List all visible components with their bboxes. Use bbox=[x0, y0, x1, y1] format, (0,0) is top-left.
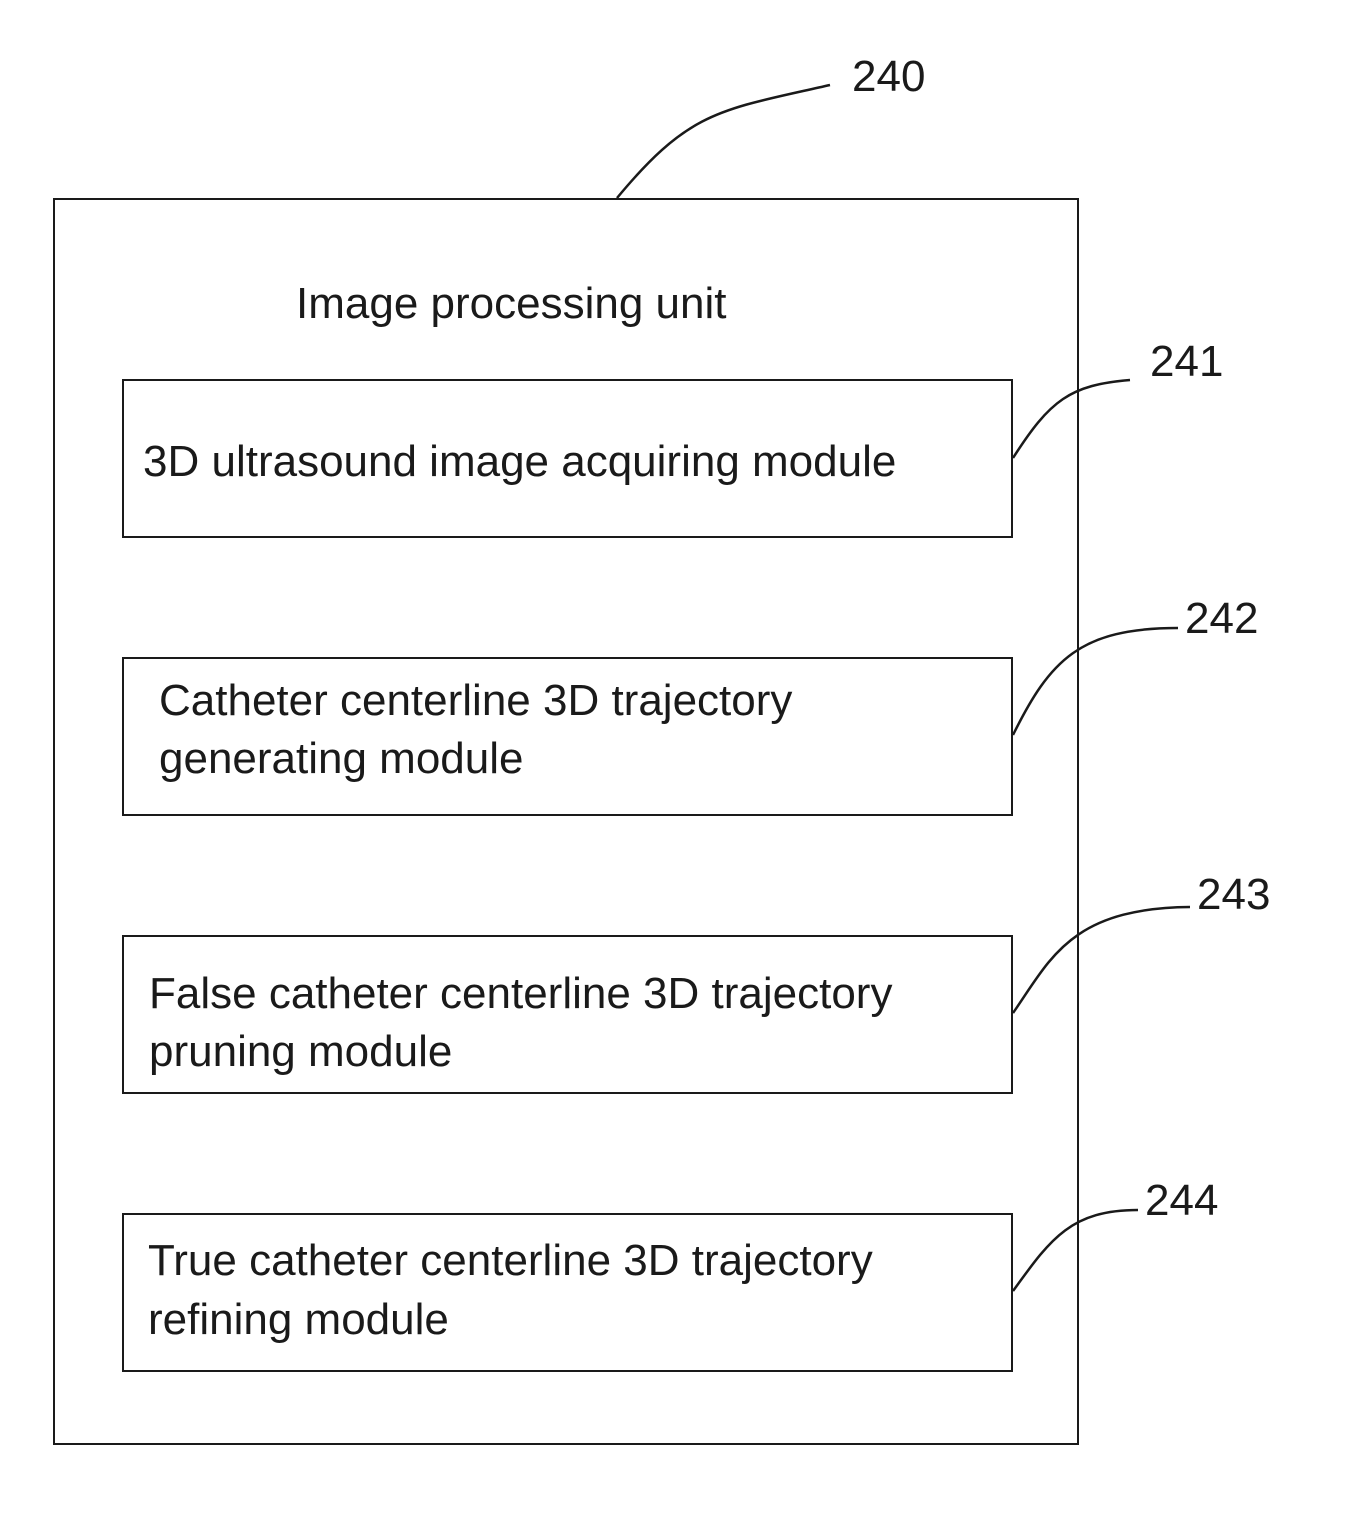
module-label-refining-line1: True catheter centerline 3D trajectory bbox=[148, 1232, 873, 1290]
module-label-refining-line2: refining module bbox=[148, 1291, 449, 1349]
leader-line-240 bbox=[617, 85, 830, 198]
module-label-pruning-line1: False catheter centerline 3D trajectory bbox=[149, 965, 892, 1023]
module-label-generating-line1: Catheter centerline 3D trajectory bbox=[159, 672, 792, 730]
module-reference-number: 244 bbox=[1145, 1176, 1218, 1226]
module-reference-number: 243 bbox=[1197, 870, 1270, 920]
unit-reference-number: 240 bbox=[852, 52, 925, 102]
module-label-acquiring: 3D ultrasound image acquiring module bbox=[143, 433, 896, 491]
module-reference-number: 242 bbox=[1185, 594, 1258, 644]
module-label-pruning-line2: pruning module bbox=[149, 1023, 452, 1081]
module-label-generating-line2: generating module bbox=[159, 730, 523, 788]
module-reference-number: 241 bbox=[1150, 337, 1223, 387]
unit-title: Image processing unit bbox=[296, 278, 726, 330]
